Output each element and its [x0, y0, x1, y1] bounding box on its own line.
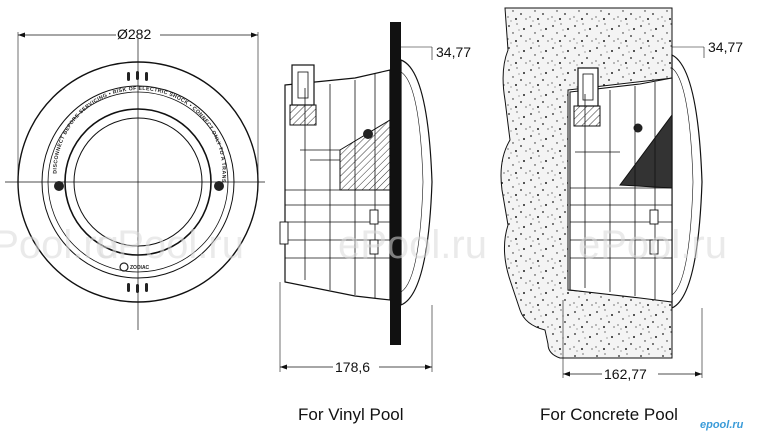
concrete-width-label: 162,77 [604, 366, 647, 382]
logo-mark [119, 262, 129, 272]
vinyl-screw [363, 129, 373, 139]
logo-text: ZODIAC [130, 265, 150, 271]
concrete-clips [649, 209, 659, 255]
arrow-right [251, 32, 258, 38]
vinyl-arrow-left [280, 364, 287, 370]
dim-label-bg [116, 25, 160, 39]
top-slots [127, 71, 148, 81]
front-view: DISCONNECT BEFORE SERVICING • RISK OF EL… [0, 0, 265, 330]
vinyl-width-label-bg [333, 358, 379, 372]
concrete-connector-seal [573, 105, 601, 127]
concrete-arrow-left [563, 371, 570, 377]
concrete-lens [671, 54, 703, 309]
watermark-3: ePool.ru [338, 223, 487, 267]
concrete-screw [633, 123, 643, 133]
vinyl-view: 34,77 178,6 For Vinyl Pool [279, 22, 471, 424]
vinyl-lens-inner [400, 71, 424, 293]
diameter-label: Ø282 [117, 26, 151, 42]
arrow-left [18, 32, 25, 38]
vinyl-depth-label: 34,77 [436, 44, 471, 60]
flange-ring-1 [41, 85, 235, 279]
concrete-view: 34,77 162,77 For Concrete Pool [500, 7, 743, 424]
watermark-2: ePool.ru [95, 223, 244, 267]
watermark-1: ePool.ru [0, 223, 119, 267]
rim-warning-text: DISCONNECT BEFORE SERVICING • RISK OF EL… [0, 0, 227, 183]
concrete-width-label-bg [602, 365, 658, 379]
vinyl-connector-inner [297, 71, 309, 99]
flange-ring-2 [47, 91, 229, 273]
vinyl-wall [390, 22, 401, 345]
lens-ring-outer [64, 108, 212, 256]
vinyl-clips [279, 209, 379, 255]
vinyl-caption: For Vinyl Pool [298, 405, 404, 424]
concrete-caption: For Concrete Pool [540, 405, 678, 424]
screw-left [54, 181, 64, 191]
watermarks: ePool.ru ePool.ru ePool.ru ePool.ru epoo… [0, 223, 744, 431]
vinyl-lens [400, 59, 433, 306]
concrete-body [569, 77, 673, 303]
concrete-lens-inner [671, 67, 694, 296]
watermark-4: ePool.ru [578, 223, 727, 267]
bottom-slots [127, 283, 148, 293]
corner-logo: epool.ru [700, 419, 744, 431]
vinyl-body [284, 69, 391, 301]
concrete-hatch-section [619, 113, 673, 189]
concrete-depth-label: 34,77 [708, 39, 743, 55]
vinyl-connector-seal [289, 104, 317, 126]
vinyl-arrow-right [425, 364, 432, 370]
concrete-connector-inner [582, 73, 594, 101]
concrete-arrow-right [695, 371, 702, 377]
lens-ring-inner [73, 117, 203, 247]
vinyl-width-label: 178,6 [335, 359, 370, 375]
screw-right [214, 181, 224, 191]
